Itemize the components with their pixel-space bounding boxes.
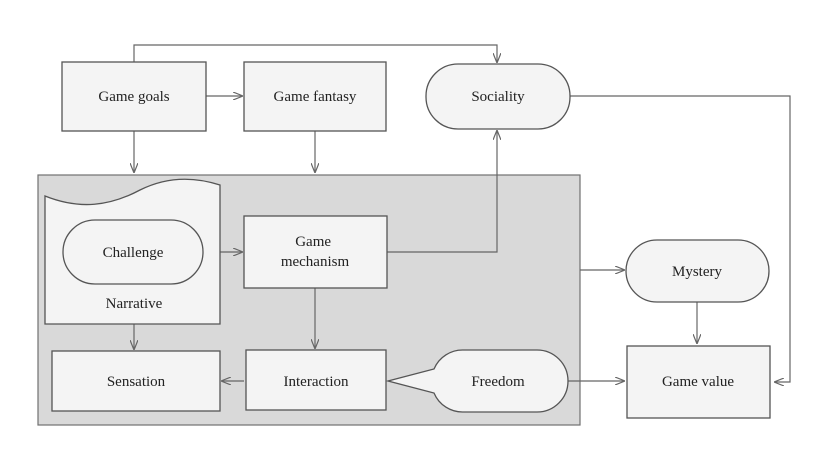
sociality-node [425, 63, 571, 130]
mystery-label: Mystery [672, 264, 722, 280]
game-fantasy-label: Game fantasy [274, 89, 357, 105]
narrative-label: Narrative [106, 296, 163, 312]
freedom-node [385, 349, 569, 413]
connector-mechanism-to-sociality [387, 131, 497, 253]
game-mechanism-label-line1: Game [295, 234, 331, 250]
game-value-label: Game value [662, 374, 734, 390]
game-mechanism-label: Game mechanism [281, 234, 350, 270]
connector-goals-to-sociality [133, 44, 497, 62]
challenge-node [62, 219, 204, 285]
game-goals-label: Game goals [98, 89, 169, 105]
sensation-label: Sensation [107, 374, 166, 390]
interaction-label: Interaction [284, 374, 349, 390]
game-value-box [626, 345, 771, 419]
sensation-box [51, 350, 221, 412]
game-mechanism-box [243, 215, 388, 289]
game-goals-box [61, 61, 207, 132]
mystery-node [625, 239, 770, 303]
sociality-label: Sociality [471, 89, 525, 105]
interaction-box [245, 349, 387, 411]
freedom-label: Freedom [471, 374, 525, 390]
game-mechanism-label-line2: mechanism [281, 254, 350, 270]
connector-sociality-to-value [570, 95, 791, 382]
challenge-label: Challenge [103, 245, 164, 261]
game-fantasy-box [243, 61, 387, 132]
